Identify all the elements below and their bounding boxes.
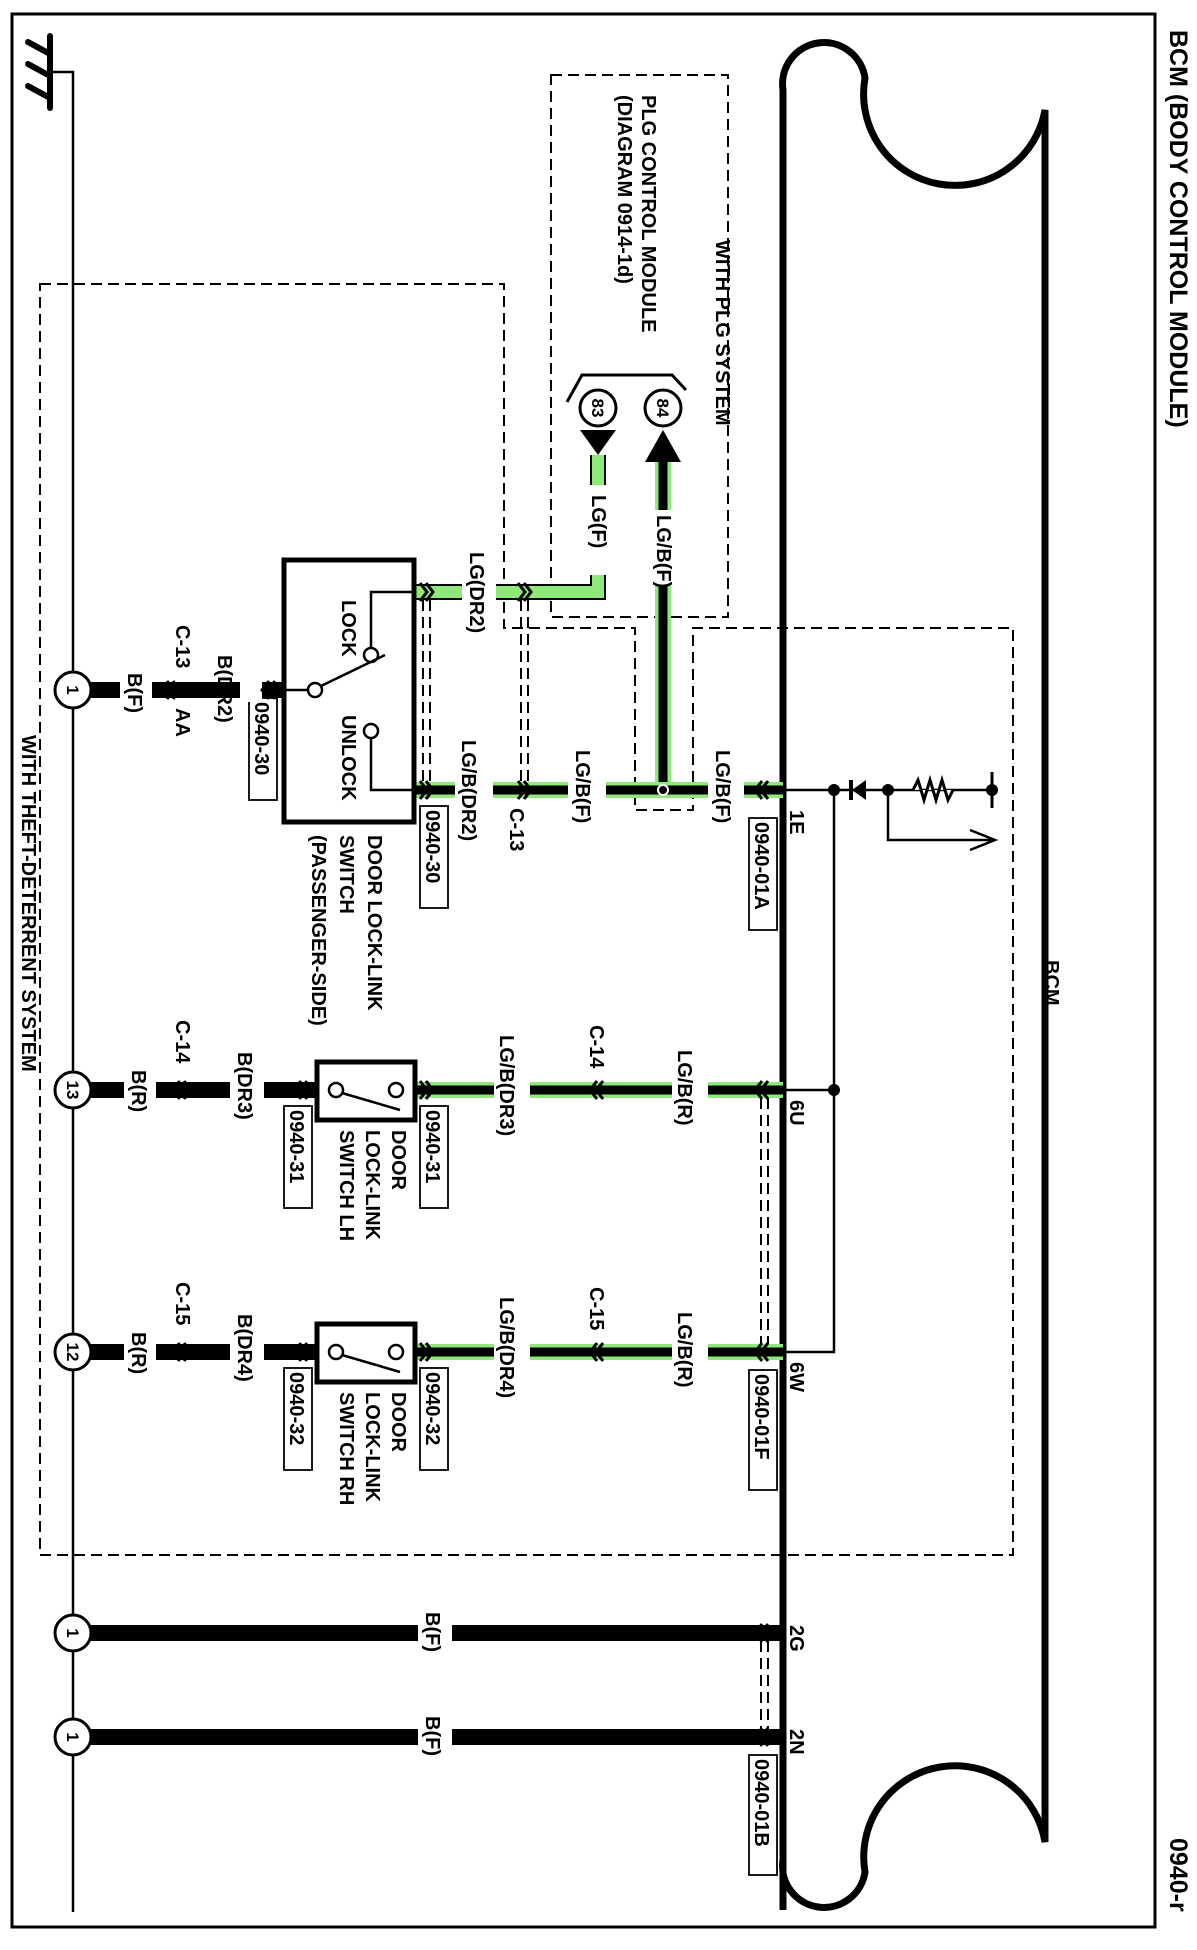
lh-door-lock-link-switch — [314, 1059, 418, 1123]
connector-c13-ground: C-13 — [171, 625, 193, 668]
connector-c14-ground: C-14 — [171, 1020, 193, 1064]
wire-label-b-f-pass: B(F) — [123, 673, 145, 713]
rh-switch-name-2: LOCK-LINK — [361, 1392, 383, 1503]
bcm-internal-circuit — [783, 772, 999, 1354]
svg-text:83: 83 — [588, 399, 607, 418]
connector-0940-31-right: 0940-31 — [421, 1110, 443, 1183]
connector-0940-32-left: 0940-32 — [285, 1372, 307, 1445]
wire-label-lg-b-dr4: LG/B(DR4) — [495, 1297, 517, 1398]
passenger-door-lock-link-switch — [281, 557, 417, 825]
bcm-label: BCM — [1040, 960, 1062, 1006]
ground-point-1: 1 — [53, 670, 93, 710]
bcm-outline — [779, 39, 1049, 1911]
wire-label-lg-b-r-6u: LG/B(R) — [673, 1050, 695, 1126]
svg-text:12: 12 — [63, 1343, 82, 1362]
svg-text:13: 13 — [63, 1081, 82, 1100]
wire-label-lg-b-f: LG/B(F) — [571, 750, 593, 823]
theft-group-label: WITH THEFT-DETERRENT SYSTEM — [17, 735, 39, 1072]
bcm-pin-6u: 6U — [785, 1100, 807, 1126]
plg-module-ref: (DIAGRAM 0914-1d) — [613, 95, 635, 284]
diode-icon — [852, 780, 866, 800]
plg-group-label: WITH PLG SYSTEM — [711, 240, 733, 426]
wire-label-b-r-12: B(R) — [127, 1332, 149, 1374]
connector-c15-ground: C-15 — [171, 1282, 193, 1325]
passenger-switch-name-2: SWITCH — [335, 835, 357, 914]
bcm-connector-0940-01a: 0940-01A — [750, 822, 772, 910]
wire-label-b-dr4: B(DR4) — [233, 1314, 255, 1382]
wire-label-lg-b-f-bcm: LG/B(F) — [711, 750, 733, 823]
wire-label-lg-b-dr3: LG/B(DR3) — [495, 1035, 517, 1136]
page-title: BCM (BODY CONTROL MODULE) — [1164, 30, 1192, 428]
connector-0940-30-left: 0940-30 — [250, 702, 272, 775]
arrow-icon — [969, 828, 999, 852]
wire-label-b-dr2: B(DR2) — [213, 655, 235, 723]
svg-text:1: 1 — [63, 685, 82, 694]
ground-icon — [25, 33, 53, 111]
bcm-connector-0940-01f: 0940-01F — [750, 1374, 772, 1460]
resistor-icon — [911, 774, 955, 806]
lh-switch-name-1: DOOR — [387, 1130, 409, 1191]
plg-connector-bracket — [565, 373, 688, 403]
bcm-pin-6w: 6W — [785, 1362, 807, 1392]
connector-0940-32-right: 0940-32 — [421, 1372, 443, 1445]
svg-text:1: 1 — [63, 1732, 82, 1741]
ground-bus — [50, 70, 75, 1912]
passenger-switch-name-1: DOOR LOCK-LINK — [363, 835, 385, 1011]
connector-0940-30-right: 0940-30 — [421, 810, 443, 883]
ground-point-13: 13 — [53, 1070, 93, 1110]
ground-point-1-2n: 1 — [53, 1717, 93, 1757]
wire-label-lg-b-r-6w: LG/B(R) — [673, 1312, 695, 1388]
passenger-switch-name-3: (PASSENGER-SIDE) — [307, 835, 329, 1026]
switch-unlock-label: UNLOCK — [337, 715, 359, 801]
plg-module-name: PLG CONTROL MODULE — [637, 95, 659, 332]
shield-lines — [422, 600, 769, 1729]
wire-label-b-dr3: B(DR3) — [233, 1052, 255, 1120]
wire-label-b-f-2g: B(F) — [421, 1612, 443, 1652]
switch-lock-label: LOCK — [337, 600, 359, 657]
wire-lg-f — [414, 455, 606, 600]
inline-connector-c14: C-14 — [585, 1025, 607, 1069]
wire-label-lg-dr2: LG(DR2) — [465, 552, 487, 633]
inline-connector-c15: C-15 — [585, 1287, 607, 1330]
bcm-connector-0940-01b: 0940-01B — [750, 1759, 772, 1847]
bcm-pin-2g: 2G — [785, 1625, 807, 1652]
theft-group-box — [39, 283, 1014, 1556]
splice-dot — [657, 784, 669, 796]
pin-84: 84 — [643, 388, 683, 462]
wire-label-lg-b-dr2: LG/B(DR2) — [457, 740, 479, 841]
rh-switch-name-3: SWITCH RH — [335, 1392, 357, 1505]
inline-connector-c13: C-13 — [505, 808, 527, 851]
wire-label-lg-b-f-plg: LG/B(F) — [652, 515, 674, 588]
rh-switch-name-1: DOOR — [387, 1392, 409, 1453]
connector-0940-31-left: 0940-31 — [285, 1110, 307, 1183]
page-id: 0940-r — [1164, 1838, 1192, 1912]
ground-point-12: 12 — [53, 1332, 93, 1372]
lh-switch-name-3: SWITCH LH — [335, 1130, 357, 1241]
wire-label-b-f-2n: B(F) — [421, 1716, 443, 1756]
connector-aa-pin: AA — [171, 708, 193, 737]
bcm-pin-2n: 2N — [785, 1729, 807, 1755]
svg-text:84: 84 — [653, 399, 672, 418]
ground-point-1-2g: 1 — [53, 1613, 93, 1653]
pin-83: 83 — [578, 388, 618, 455]
rh-door-lock-link-switch — [314, 1321, 418, 1385]
lh-switch-name-2: LOCK-LINK — [361, 1130, 383, 1241]
wire-label-lg-f: LG(F) — [587, 495, 609, 548]
wire-label-b-r-13: B(R) — [127, 1070, 149, 1112]
page-frame — [10, 12, 1157, 1929]
plg-group-box — [550, 74, 729, 618]
svg-text:1: 1 — [63, 1628, 82, 1637]
bcm-pin-1e: 1E — [785, 810, 807, 834]
